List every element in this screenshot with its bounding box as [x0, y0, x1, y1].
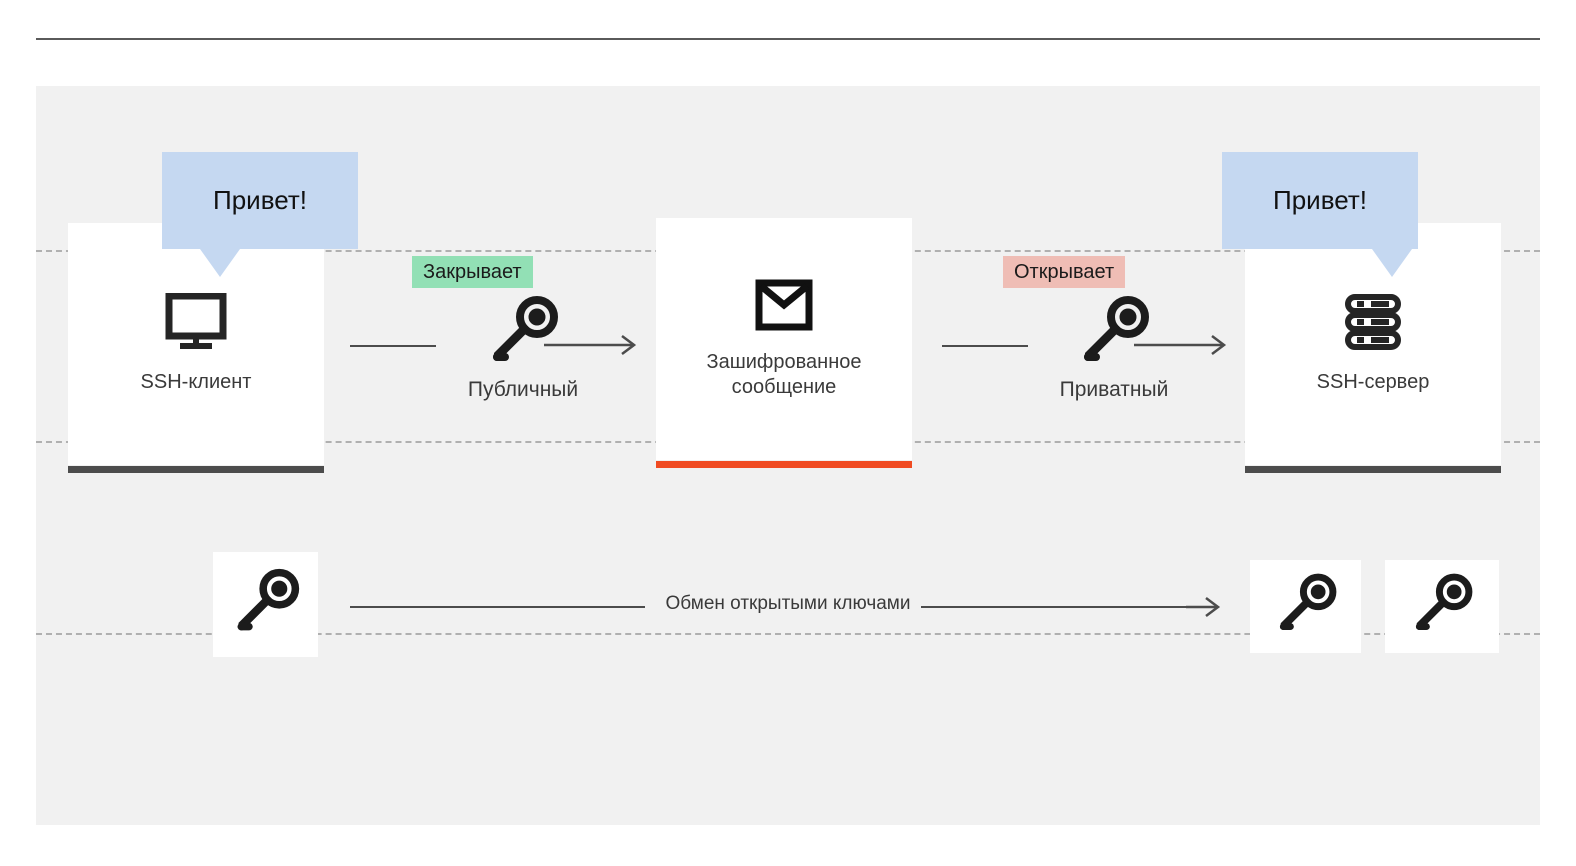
- key-group-public: Публичный: [423, 295, 623, 402]
- badge-label: Открывает: [1014, 260, 1115, 283]
- key-icon: [1409, 572, 1475, 641]
- card-label: SSH-клиент: [140, 371, 252, 394]
- exchange-line-right: [921, 606, 1206, 608]
- key-icon: [423, 295, 623, 372]
- bubble-text: Привет!: [213, 185, 307, 215]
- key-icon: [1014, 295, 1214, 372]
- card-label: SSH-сервер: [1316, 371, 1430, 394]
- card-ssh-client[interactable]: SSH-клиент: [68, 223, 324, 473]
- badge-label: Закрывает: [423, 260, 522, 283]
- key-card-server-public[interactable]: [1385, 560, 1499, 653]
- exchange-label: Обмен открытыми ключами: [665, 593, 911, 614]
- speech-bubble-client: Привет!: [162, 152, 358, 277]
- card-label: Зашифрованное сообщение: [706, 351, 862, 398]
- bubble-text: Привет!: [1273, 185, 1367, 215]
- key-icon: [1273, 572, 1339, 641]
- card-encrypted-message[interactable]: Зашифрованное сообщение: [656, 218, 912, 468]
- exchange-line-left: [350, 606, 645, 608]
- envelope-icon: [755, 279, 813, 336]
- arrow-key-to-message: [544, 332, 642, 363]
- connector-line-message-to-key: [942, 345, 1028, 347]
- monitor-icon: [165, 292, 227, 356]
- speech-bubble-server: Привет!: [1222, 152, 1418, 277]
- arrow-key-exchange: [1186, 594, 1226, 625]
- card-accent-bar: [656, 461, 912, 468]
- key-icon: [230, 567, 302, 642]
- badge-closes: Закрывает: [412, 256, 533, 288]
- server-icon: [1344, 293, 1402, 356]
- connector-line-client-to-key: [350, 345, 436, 347]
- key-group-private: Приватный: [1014, 295, 1214, 402]
- arrow-key-to-server: [1134, 332, 1232, 363]
- diagram-panel: SSH-клиент Зашифрованное сообщение: [36, 86, 1540, 825]
- card-accent-bar: [1245, 466, 1501, 473]
- card-accent-bar: [68, 466, 324, 473]
- header-divider: [36, 38, 1540, 40]
- badge-opens: Открывает: [1003, 256, 1126, 288]
- key-label: Приватный: [1059, 378, 1169, 401]
- key-card-server-private[interactable]: [1250, 560, 1361, 653]
- guide-line-bottom: [36, 633, 1540, 635]
- key-card-client-public[interactable]: [213, 552, 318, 657]
- key-label: Публичный: [467, 378, 579, 401]
